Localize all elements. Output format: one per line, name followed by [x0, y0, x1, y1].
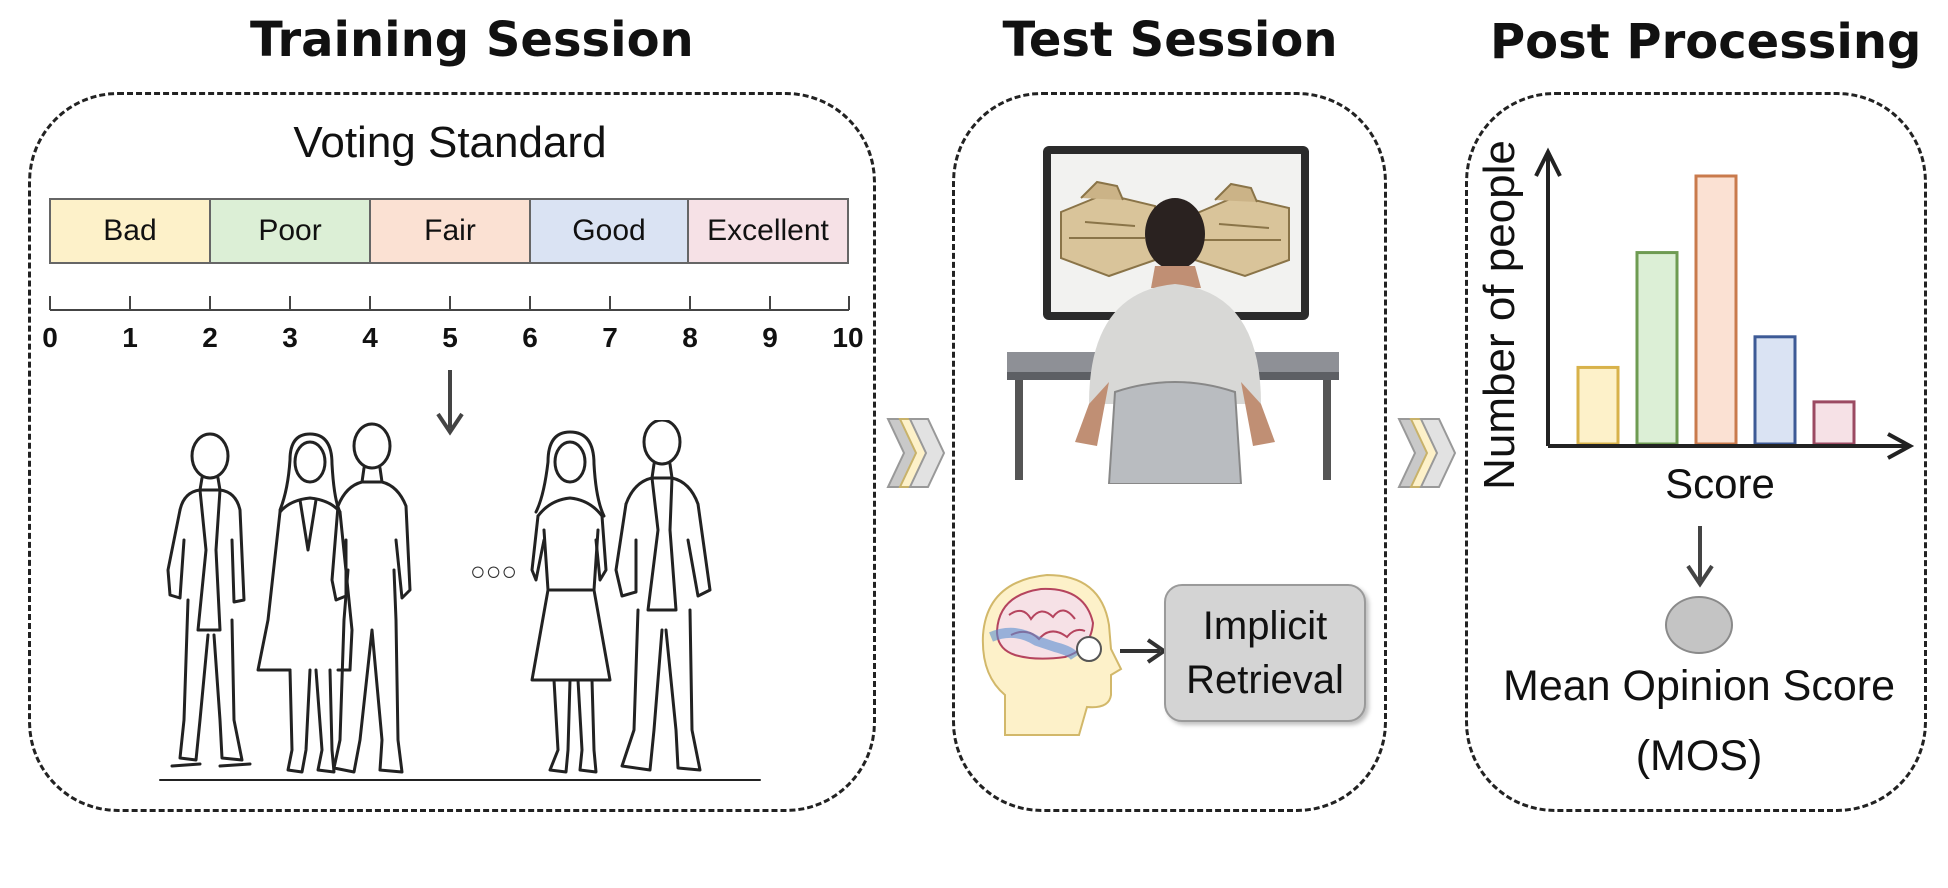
grade-box-bad: Bad	[49, 198, 211, 264]
mos-label-line2: (MOS)	[1635, 732, 1763, 780]
chart-bar-5	[1812, 400, 1856, 446]
scale-tick-7: 7	[602, 322, 618, 353]
scale-tick-5: 5	[442, 322, 458, 353]
voting-standard-title: Voting Standard	[293, 118, 607, 167]
chart-bar-3	[1694, 174, 1738, 446]
test-session-panel	[952, 92, 1387, 812]
training-session-panel	[28, 92, 876, 812]
grade-box-good: Good	[529, 198, 689, 264]
scale-tick-6: 6	[522, 322, 538, 353]
scale-tick-8: 8	[682, 322, 698, 353]
chart-bar-1	[1576, 365, 1620, 446]
person-2-figure	[256, 432, 354, 774]
3d-object-right-icon	[1194, 182, 1290, 278]
flow-chevrons-2-icon	[1397, 418, 1457, 488]
chart-bar-4	[1753, 335, 1797, 446]
chart-bar-2	[1635, 251, 1679, 446]
chart-ylabel: Number of people	[1475, 140, 1524, 490]
down-arrow-icon	[436, 370, 464, 436]
person-4-figure	[530, 430, 612, 774]
chart-xlabel: Score	[1665, 460, 1775, 507]
implicit-retrieval-line1: Implicit	[1202, 604, 1328, 648]
flow-chevrons-1-icon	[886, 418, 946, 488]
person-5-figure	[614, 420, 712, 772]
scale-tick-9: 9	[762, 322, 778, 353]
person-1-figure	[166, 432, 252, 768]
mos-circle	[1665, 596, 1733, 654]
people-group-illustration: ○○○	[159, 420, 761, 781]
implicit-retrieval-box: Implicit Retrieval	[1164, 584, 1366, 722]
down-arrow-icon	[1686, 526, 1714, 588]
training-session-title: Training Session	[250, 12, 694, 68]
grade-box-poor: Poor	[209, 198, 371, 264]
post-processing-title: Post Processing	[1490, 14, 1922, 70]
scale-tick-3: 3	[282, 322, 298, 353]
brain-head-icon	[975, 565, 1125, 743]
grade-box-fair: Fair	[369, 198, 531, 264]
scale-tick-1: 1	[122, 322, 138, 353]
scale-tick-2: 2	[202, 322, 218, 353]
ellipsis-text: ○○○	[470, 556, 517, 586]
right-arrow-icon	[1120, 638, 1168, 664]
post-processing-panel	[1465, 92, 1927, 812]
person-3-figure	[330, 422, 412, 774]
test-session-title: Test Session	[1002, 12, 1338, 68]
mos-label-line1: Mean Opinion Score	[1503, 662, 1895, 710]
grade-box-excellent: Excellent	[687, 198, 849, 264]
scale-tick-0: 0	[42, 322, 58, 353]
implicit-retrieval-line2: Retrieval	[1186, 658, 1344, 702]
viewer-at-monitor-image	[1007, 146, 1339, 484]
scale-tick-4: 4	[362, 322, 378, 353]
score-distribution-chart	[1534, 147, 1915, 460]
score-scale-axis	[49, 296, 850, 311]
scale-tick-10: 10	[832, 322, 864, 353]
